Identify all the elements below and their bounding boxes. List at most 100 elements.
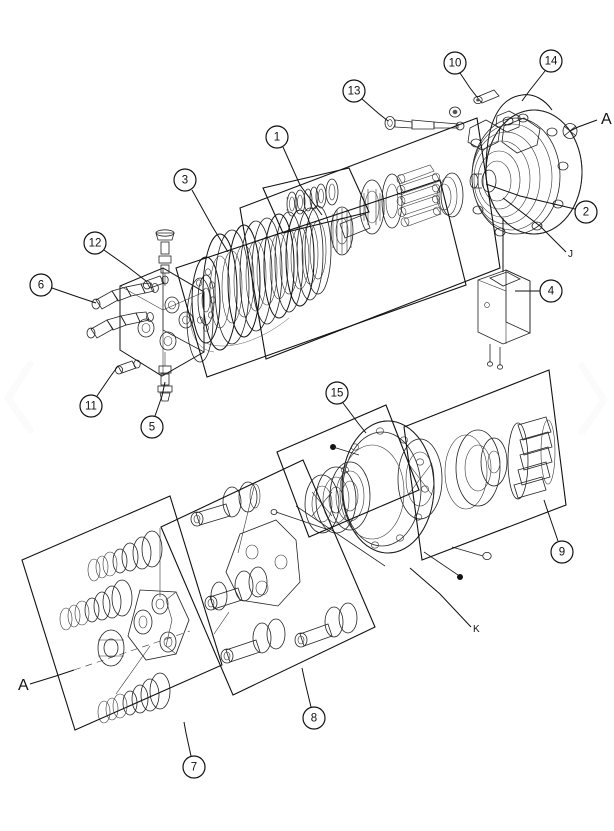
callout-bubble-2[interactable]: 2 xyxy=(574,200,598,224)
callout-circle-11[interactable] xyxy=(79,394,103,418)
callout-circle-10[interactable] xyxy=(443,51,467,75)
frame-seal-kit xyxy=(262,167,370,234)
callout-bubble-13[interactable]: 13 xyxy=(342,79,366,103)
callout-number-3: 3 xyxy=(182,175,188,187)
callout-bubble-7[interactable]: 7 xyxy=(182,755,206,779)
gear-stack-2 xyxy=(59,579,133,631)
callout-circle-13[interactable] xyxy=(342,79,366,103)
frame-planet-7 xyxy=(21,495,223,731)
callout-circle-3[interactable] xyxy=(173,168,197,192)
callout-circle-2[interactable] xyxy=(574,200,598,224)
frame-pump-motor xyxy=(239,117,501,360)
callout-bubble-3[interactable]: 3 xyxy=(173,168,197,192)
cartridge-valve-lower xyxy=(86,311,154,339)
callout-circle-15[interactable] xyxy=(325,381,349,405)
callout-circle-7[interactable] xyxy=(182,755,206,779)
callout-number-9: 9 xyxy=(559,547,565,559)
leader-11 xyxy=(96,365,119,397)
callout-bubble-12[interactable]: 12 xyxy=(83,231,107,255)
frame-clutch-pack xyxy=(175,179,467,378)
hub-fasteners xyxy=(330,444,492,580)
callout-bubble-14[interactable]: 14 xyxy=(539,49,563,73)
callout-circle-14[interactable] xyxy=(539,49,563,73)
callout-circle-1[interactable] xyxy=(265,125,289,149)
callout-number-8: 8 xyxy=(311,713,317,725)
leader-a-top-right xyxy=(569,119,598,132)
callout-bubble-8[interactable]: 8 xyxy=(302,706,326,730)
leader-6 xyxy=(51,287,97,304)
callout-bubble-6[interactable]: 6 xyxy=(29,273,53,297)
cartridge-valve-upper xyxy=(91,282,159,310)
gear-stack-3 xyxy=(97,672,171,724)
leader-7 xyxy=(183,721,192,757)
callout-number-10: 10 xyxy=(449,58,462,70)
nav-next-button[interactable] xyxy=(578,362,608,436)
callout-circle-9[interactable] xyxy=(550,540,574,564)
chevron-left-icon xyxy=(4,360,34,434)
detail-frames xyxy=(21,117,567,731)
ring-gear-teeth xyxy=(507,416,556,500)
control-valve-block xyxy=(86,229,214,402)
callout-number-5: 5 xyxy=(149,422,155,434)
plug-stack-top xyxy=(155,229,175,286)
leader-15 xyxy=(342,402,367,434)
washer-nut xyxy=(449,106,461,118)
letter-label-a-bottom-left: A xyxy=(18,677,29,694)
callout-number-12: 12 xyxy=(89,238,102,250)
callout-circle-5[interactable] xyxy=(140,415,164,439)
leader-9 xyxy=(543,499,559,542)
leader-10 xyxy=(459,72,478,98)
leader-a-bottom-left xyxy=(29,669,75,685)
planet-carrier-assembly xyxy=(190,481,358,664)
wheel-hub-assembly xyxy=(270,420,492,580)
leader-2 xyxy=(485,183,576,210)
leader-k xyxy=(409,567,472,628)
letter-label-k: K xyxy=(473,624,480,635)
main-drive-housing xyxy=(384,89,583,237)
carrier-plate-left xyxy=(127,528,190,661)
callout-bubble-9[interactable]: 9 xyxy=(550,540,574,564)
callout-bubble-5[interactable]: 5 xyxy=(140,415,164,439)
planet-gear-center xyxy=(210,581,228,611)
leader-5 xyxy=(154,381,166,417)
leader-12 xyxy=(103,249,147,282)
chevron-right-icon xyxy=(578,362,608,436)
leader-8 xyxy=(301,667,312,708)
callout-number-15: 15 xyxy=(331,388,344,400)
frame-planet-8 xyxy=(160,459,376,696)
frame-carrier-9 xyxy=(403,369,567,561)
planet-gear-cluster xyxy=(59,528,191,724)
callout-circle-8[interactable] xyxy=(302,706,326,730)
planet-shaft-lower xyxy=(220,618,286,664)
callout-number-14: 14 xyxy=(545,56,558,68)
retaining-pin-item-13 xyxy=(384,116,465,131)
frame-hub-15 xyxy=(276,404,420,538)
callout-bubble-15[interactable]: 15 xyxy=(325,381,349,405)
callout-bubble-1[interactable]: 1 xyxy=(265,125,289,149)
nav-prev-button[interactable] xyxy=(4,360,34,434)
gear-stack-1 xyxy=(87,530,163,582)
callout-number-11: 11 xyxy=(85,401,97,413)
letter-label-a-top-right: A xyxy=(601,111,612,128)
leader-13 xyxy=(361,98,389,122)
callout-number-2: 2 xyxy=(583,207,589,219)
leader-3 xyxy=(191,189,229,253)
sun-gear-and-spacer xyxy=(444,416,556,510)
callout-bubble-11[interactable]: 11 xyxy=(79,394,103,418)
callout-number-13: 13 xyxy=(348,86,361,98)
callout-circle-6[interactable] xyxy=(29,273,53,297)
letter-label-j: J xyxy=(568,249,573,260)
callout-circle-12[interactable] xyxy=(83,231,107,255)
leader-1 xyxy=(282,146,323,216)
callout-bubble-10[interactable]: 10 xyxy=(443,51,467,75)
leader-14 xyxy=(521,70,546,102)
bolt-item-10 xyxy=(473,89,500,105)
callout-number-6: 6 xyxy=(38,280,44,292)
seal-ring-kit xyxy=(286,178,339,217)
callout-circle-4[interactable] xyxy=(539,279,563,303)
callout-bubble-4[interactable]: 4 xyxy=(539,279,563,303)
solenoid-connector xyxy=(477,218,531,370)
